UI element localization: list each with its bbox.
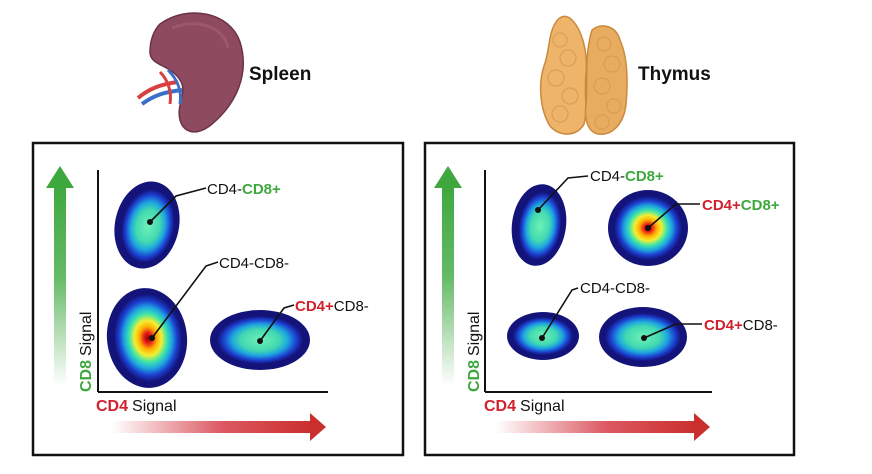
thymus-icon xyxy=(539,15,628,135)
thymus-x-arrow xyxy=(496,421,696,433)
label-segment: CD4- xyxy=(207,181,242,198)
label-segment: CD4+ xyxy=(704,317,743,334)
thymus-cluster-cd4neg-cd8pos xyxy=(511,184,567,266)
spleen-panel-frame xyxy=(31,141,405,457)
thymus-label-cd4neg-cd8neg: CD4-CD8- xyxy=(580,280,650,297)
thymus-y-arrow xyxy=(442,186,454,386)
spleen-cluster-cd4neg-cd8neg xyxy=(106,288,188,388)
thymus-title: Thymus xyxy=(638,64,711,85)
label-segment: CD4+ xyxy=(295,298,334,315)
spleen-title: Spleen xyxy=(249,64,312,85)
label-segment: CD4-CD8- xyxy=(219,255,289,272)
spleen-y-arrow xyxy=(54,186,66,386)
spleen-x-arrow-head xyxy=(310,413,326,441)
thymus-y-arrow-head xyxy=(434,166,462,188)
label-segment: CD8+ xyxy=(625,168,664,185)
thymus-y-axis-title: CD8Signal xyxy=(466,312,483,393)
spleen-label-cd4pos-cd8neg: CD4+CD8- xyxy=(295,298,369,315)
spleen-icon xyxy=(136,12,244,133)
label-segment: CD8- xyxy=(334,298,369,315)
thymus-panel-frame xyxy=(423,141,796,457)
thymus-label-cd4neg-cd8pos: CD4-CD8+ xyxy=(590,168,664,185)
spleen-x-arrow xyxy=(112,421,312,433)
thymus-label-cd4pos-cd8neg: CD4+CD8- xyxy=(704,317,778,334)
thymus-x-arrow-head xyxy=(694,413,710,441)
label-segment: CD8- xyxy=(743,317,778,334)
spleen-label-cd4neg-cd8pos: CD4-CD8+ xyxy=(207,181,281,198)
label-segment: CD4+ xyxy=(702,197,741,214)
label-segment: CD8+ xyxy=(242,181,281,198)
spleen-y-arrow-head xyxy=(46,166,74,188)
label-segment: CD4-CD8- xyxy=(580,280,650,297)
label-segment: CD8+ xyxy=(741,197,780,214)
spleen-y-axis-title: CD8Signal xyxy=(78,312,95,393)
spleen-cluster-cd4neg-cd8pos xyxy=(114,181,180,269)
label-segment: CD4- xyxy=(590,168,625,185)
thymus-label-cd4pos-cd8pos: CD4+CD8+ xyxy=(702,197,780,214)
spleen-label-cd4neg-cd8neg: CD4-CD8- xyxy=(219,255,289,272)
